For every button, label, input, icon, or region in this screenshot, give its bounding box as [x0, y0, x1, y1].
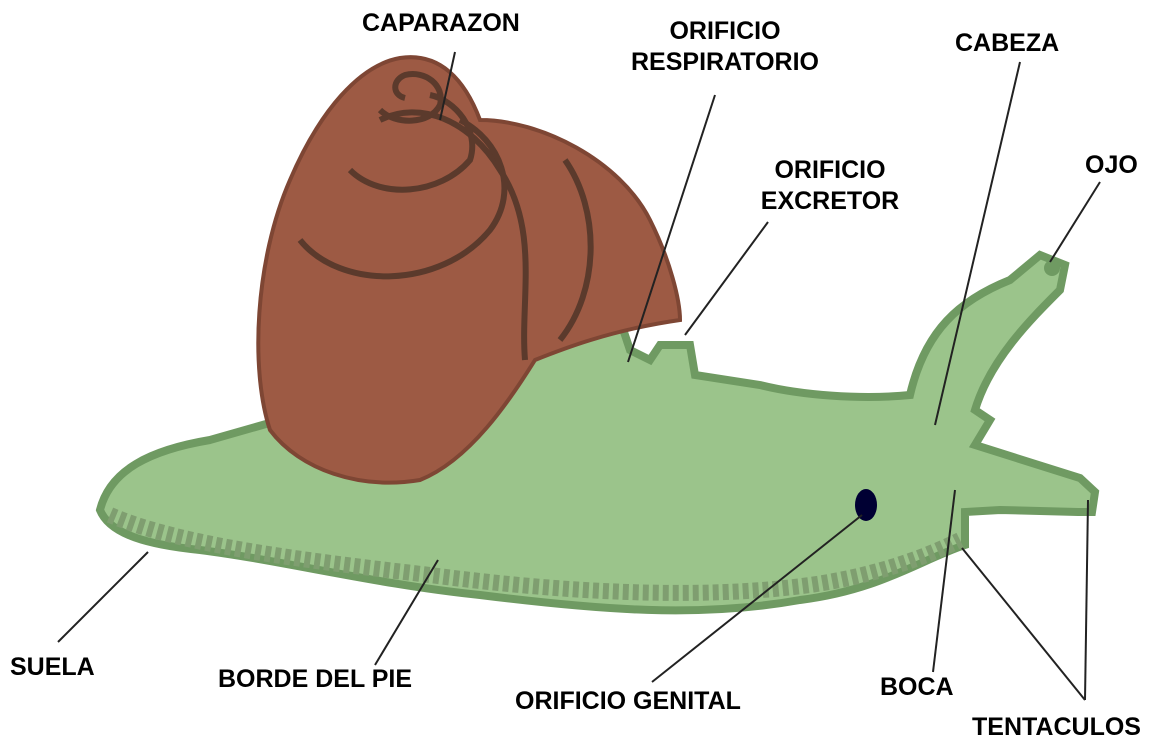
- genital-pore: [855, 489, 877, 521]
- label-boca: BOCA: [880, 672, 954, 703]
- label-tentaculos: TENTACULOS: [972, 712, 1141, 743]
- label-orificio-genital: ORIFICIO GENITAL: [515, 686, 741, 717]
- label-orificio-excretor-line2: EXCRETOR: [745, 186, 915, 217]
- label-borde-del-pie: BORDE DEL PIE: [218, 664, 412, 695]
- eye-dot: [1044, 260, 1060, 276]
- leader-suela: [58, 552, 148, 642]
- label-suela: SUELA: [10, 652, 95, 683]
- label-orificio-excretor-line1: ORIFICIO: [745, 155, 915, 186]
- label-orificio-excretor: ORIFICIO EXCRETOR: [745, 155, 915, 217]
- label-orificio-respiratorio: ORIFICIO RESPIRATORIO: [605, 16, 845, 78]
- leader-ojo: [1050, 182, 1100, 262]
- label-cabeza: CABEZA: [955, 28, 1059, 59]
- label-ojo: OJO: [1085, 150, 1138, 181]
- label-orificio-respiratorio-line1: ORIFICIO: [605, 16, 845, 47]
- leader-orificio-excretor: [685, 222, 768, 335]
- label-orificio-respiratorio-line2: RESPIRATORIO: [605, 47, 845, 78]
- leader-tentaculos-upper: [1085, 500, 1088, 700]
- leader-tentaculos-lower: [962, 548, 1085, 700]
- label-caparazon: CAPARAZON: [362, 8, 520, 39]
